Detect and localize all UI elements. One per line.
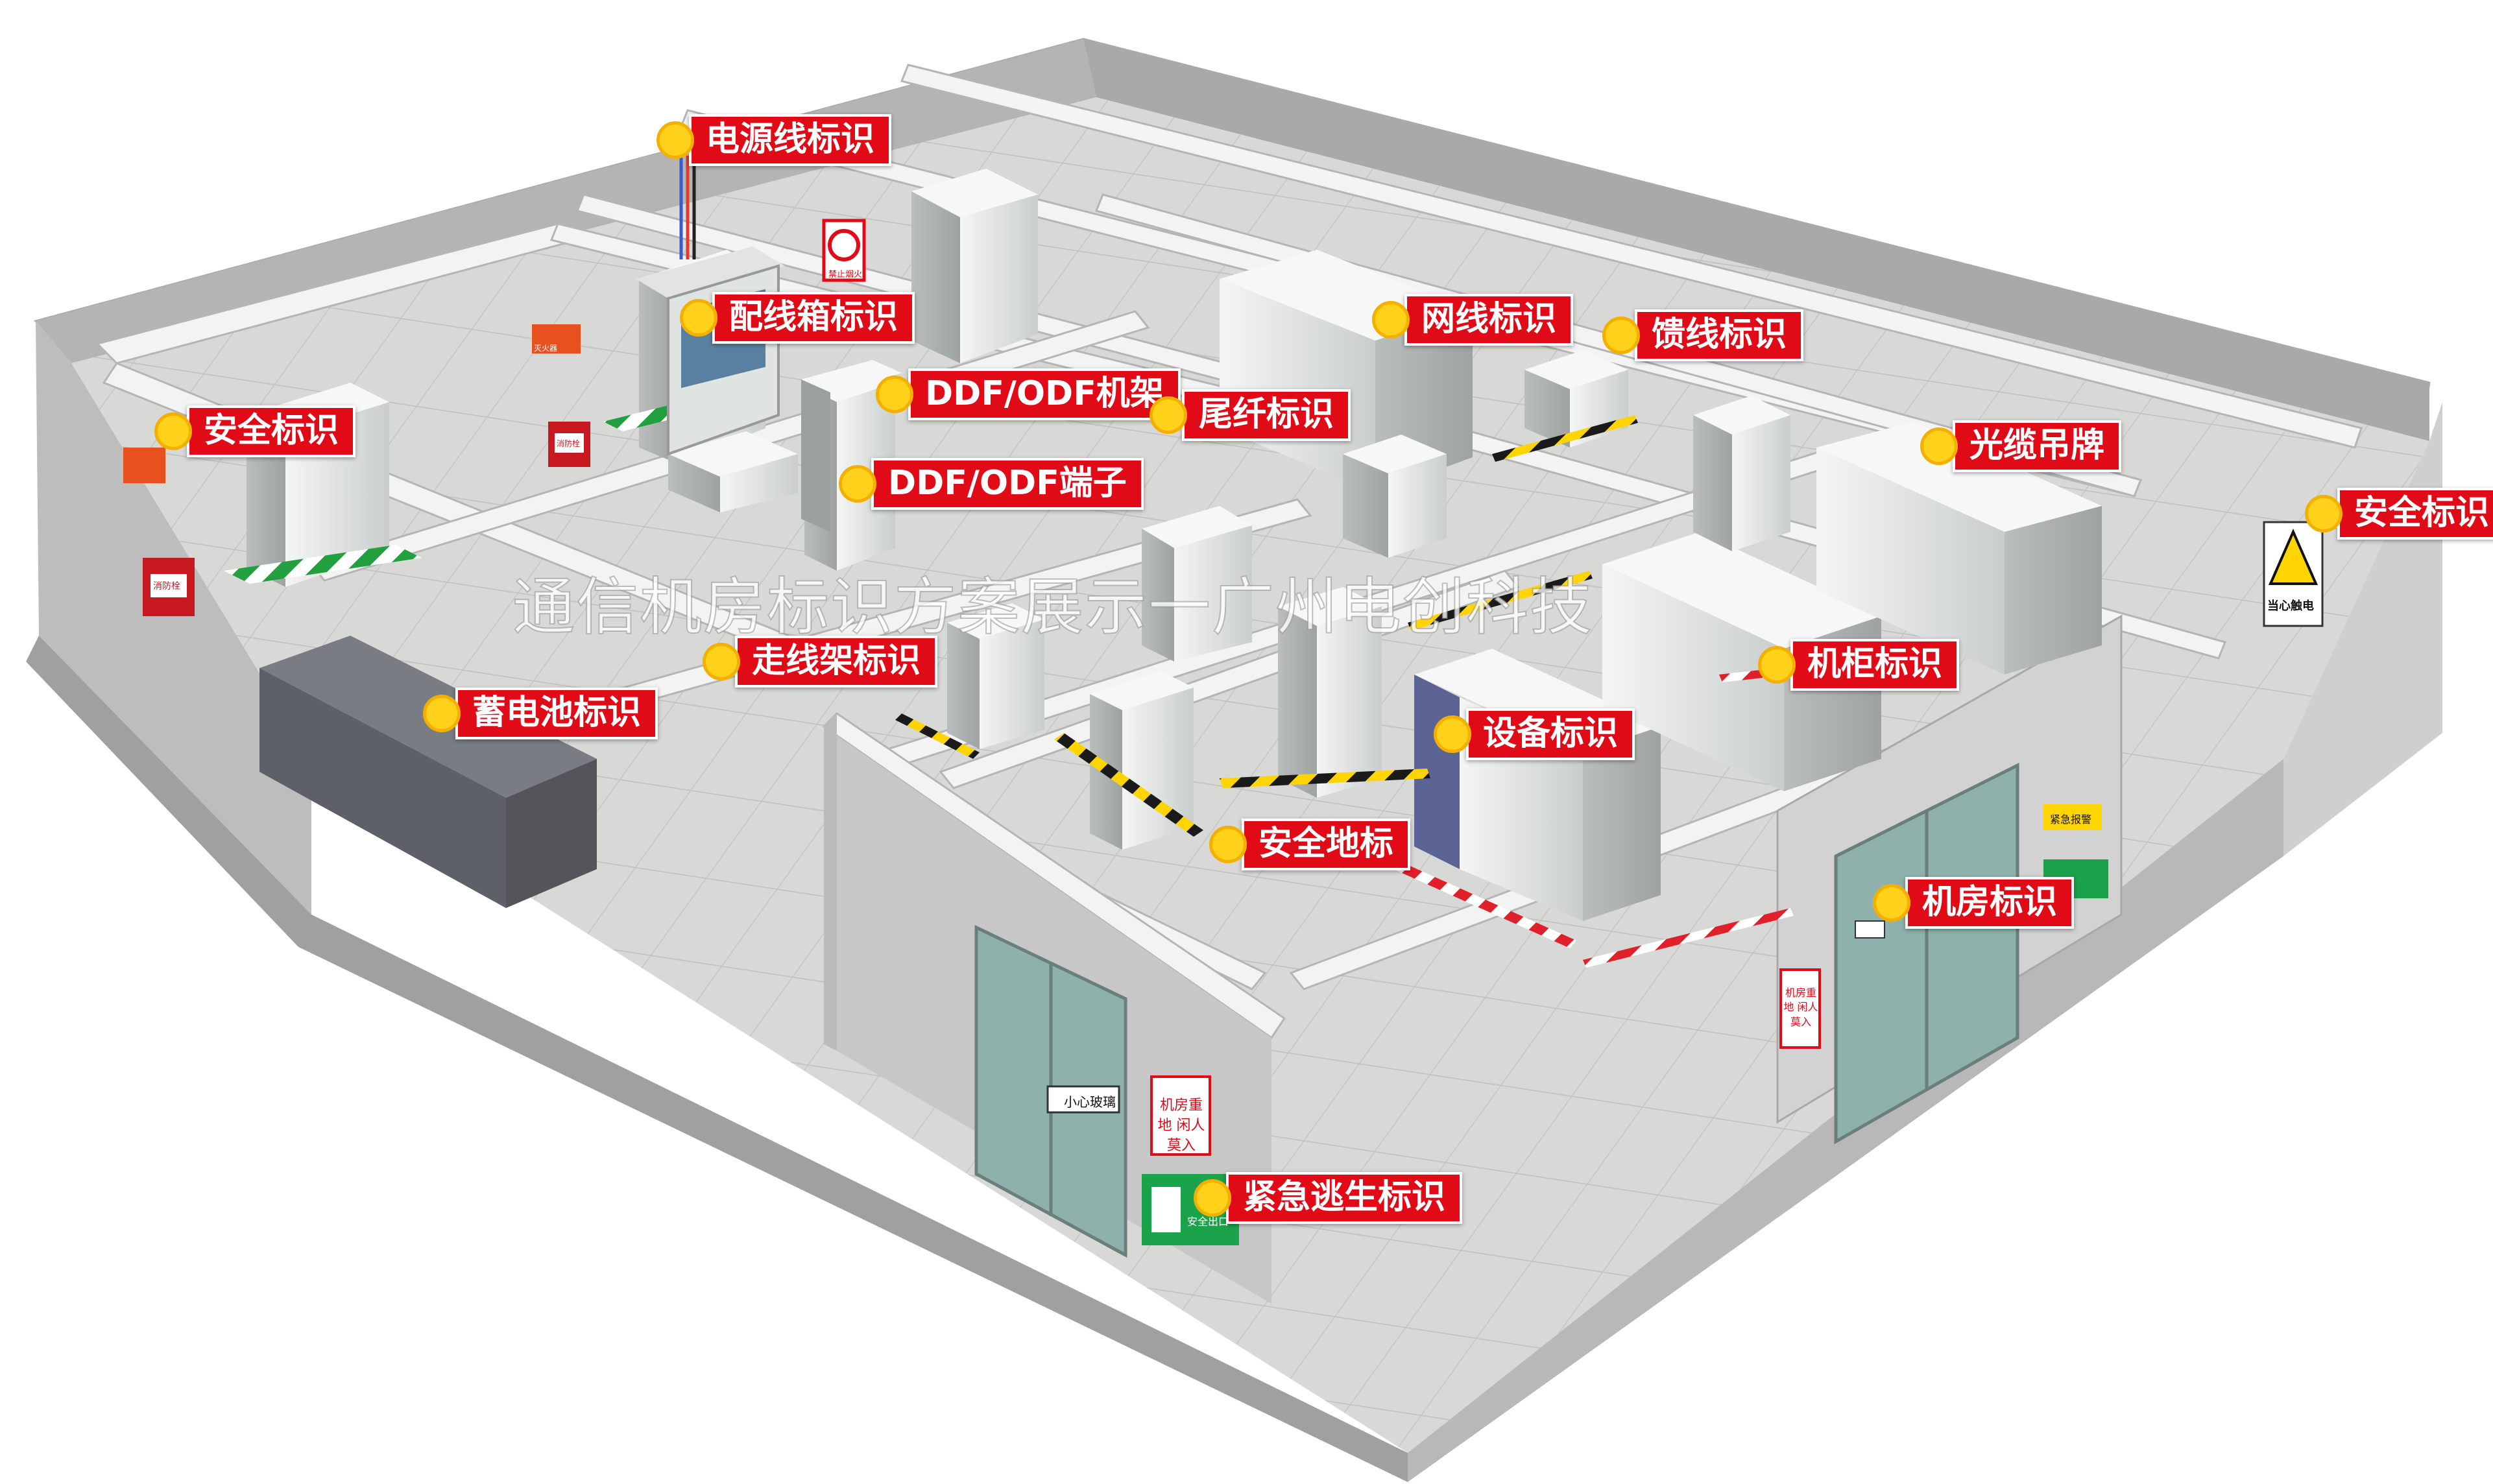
- fire-extinguisher-text: 灭火器: [534, 344, 558, 353]
- callout-safety-left: 安全标识: [154, 405, 356, 457]
- callout-floor-safety: 安全地标: [1209, 819, 1411, 870]
- callout-dot: [1194, 1179, 1231, 1217]
- small-door-sign: [1855, 920, 1885, 939]
- restricted-area-sign-right: [1779, 968, 1821, 1049]
- restricted-area-text-left: 机房重地 闲人莫入: [1157, 1097, 1205, 1154]
- callout-label: 网线标识: [1404, 294, 1574, 346]
- careful-glass-text: 小心玻璃: [1064, 1094, 1116, 1110]
- emergency-sign: [2043, 804, 2102, 830]
- callout-label: 蓄电池标识: [455, 688, 658, 739]
- callout-label: 安全标识: [187, 405, 356, 457]
- callout-ddf-odf-terminal: DDF/ODF端子: [839, 458, 1144, 510]
- callout-label: 走线架标识: [735, 636, 938, 688]
- callout-equipment: 设备标识: [1434, 708, 1635, 760]
- left-center-wall: [824, 713, 837, 1051]
- callout-dot: [656, 121, 694, 159]
- callout-dot: [423, 694, 461, 732]
- callout-label: 设备标识: [1466, 708, 1635, 760]
- callout-dot: [703, 642, 740, 680]
- callout-label: DDF/ODF端子: [871, 458, 1144, 510]
- careful-glass-sign: [1046, 1085, 1120, 1114]
- exit-sign-text: 安全出口: [1187, 1215, 1229, 1228]
- cabinets: [247, 169, 2102, 921]
- callout-dot: [1873, 883, 1910, 922]
- callout-dot: [154, 412, 192, 450]
- callout-dot: [1602, 316, 1640, 354]
- left-wall-face: [26, 636, 1408, 1482]
- callout-dot: [1372, 300, 1410, 339]
- callout-ddf-odf-rack: DDF/ODF机架: [876, 368, 1181, 420]
- callout-network-cable: 网线标识: [1372, 294, 1574, 346]
- emergency-sign-text: 紧急报警: [2050, 813, 2092, 826]
- callout-cable-tray: 走线架标识: [703, 636, 938, 688]
- callout-dot: [1209, 825, 1247, 863]
- callout-label: 安全地标: [1242, 819, 1411, 870]
- callout-label: DDF/ODF机架: [908, 368, 1181, 420]
- callout-dot: [2305, 494, 2342, 533]
- callout-dot: [680, 298, 717, 337]
- power-cables: [679, 156, 696, 259]
- left-safety-sign: [123, 448, 165, 483]
- callout-power-cable: 电源线标识: [656, 114, 892, 166]
- left-wall: [36, 321, 311, 915]
- callout-dot: [1920, 427, 1958, 465]
- callout-optical-cable-tag: 光缆吊牌: [1920, 420, 2122, 472]
- restricted-area-text-right: 机房重地 闲人莫入: [1783, 987, 1818, 1028]
- callout-label: 电源线标识: [689, 114, 892, 166]
- fire-hydrant-text-1: 消防栓: [557, 439, 581, 448]
- no-fire-sign-text: 禁止烟火: [828, 270, 862, 280]
- back-wall-right: [1083, 39, 2429, 441]
- callout-label: 馈线标识: [1635, 309, 1804, 361]
- callout-dot: [839, 464, 876, 503]
- callout-battery: 蓄电池标识: [423, 688, 658, 739]
- callout-dot: [876, 375, 913, 413]
- fire-extinguisher-sign: [532, 324, 581, 353]
- callout-dot: [1150, 396, 1187, 434]
- callout-label: 机房标识: [1905, 877, 2075, 929]
- callout-emergency-exit: 紧急逃生标识: [1194, 1172, 1463, 1224]
- fire-hydrant-text-2: 消防栓: [153, 581, 180, 592]
- callout-room-sign: 机房标识: [1873, 877, 2075, 929]
- callout-label: 尾纤标识: [1182, 389, 1351, 441]
- callout-label: 紧急逃生标识: [1226, 1172, 1463, 1224]
- callout-label: 光缆吊牌: [1953, 420, 2122, 472]
- restricted-area-sign-left: [1150, 1075, 1211, 1156]
- callout-dot: [1434, 715, 1471, 753]
- callout-distribution-box: 配线箱标识: [680, 292, 915, 344]
- callout-safety-right: 安全标识: [2305, 488, 2493, 540]
- callout-feeder: 馈线标识: [1602, 309, 1804, 361]
- callout-cabinet: 机柜标识: [1758, 639, 1960, 691]
- electric-shock-text: 当心触电: [2267, 599, 2314, 613]
- callout-label: 机柜标识: [1790, 639, 1960, 691]
- callout-label: 安全标识: [2337, 488, 2493, 540]
- callout-dot: [1758, 645, 1796, 684]
- page-title: 通信机房标识方案展示一广州电创科技: [512, 570, 1593, 644]
- callout-pigtail: 尾纤标识: [1150, 389, 1351, 441]
- callout-label: 配线箱标识: [712, 292, 915, 344]
